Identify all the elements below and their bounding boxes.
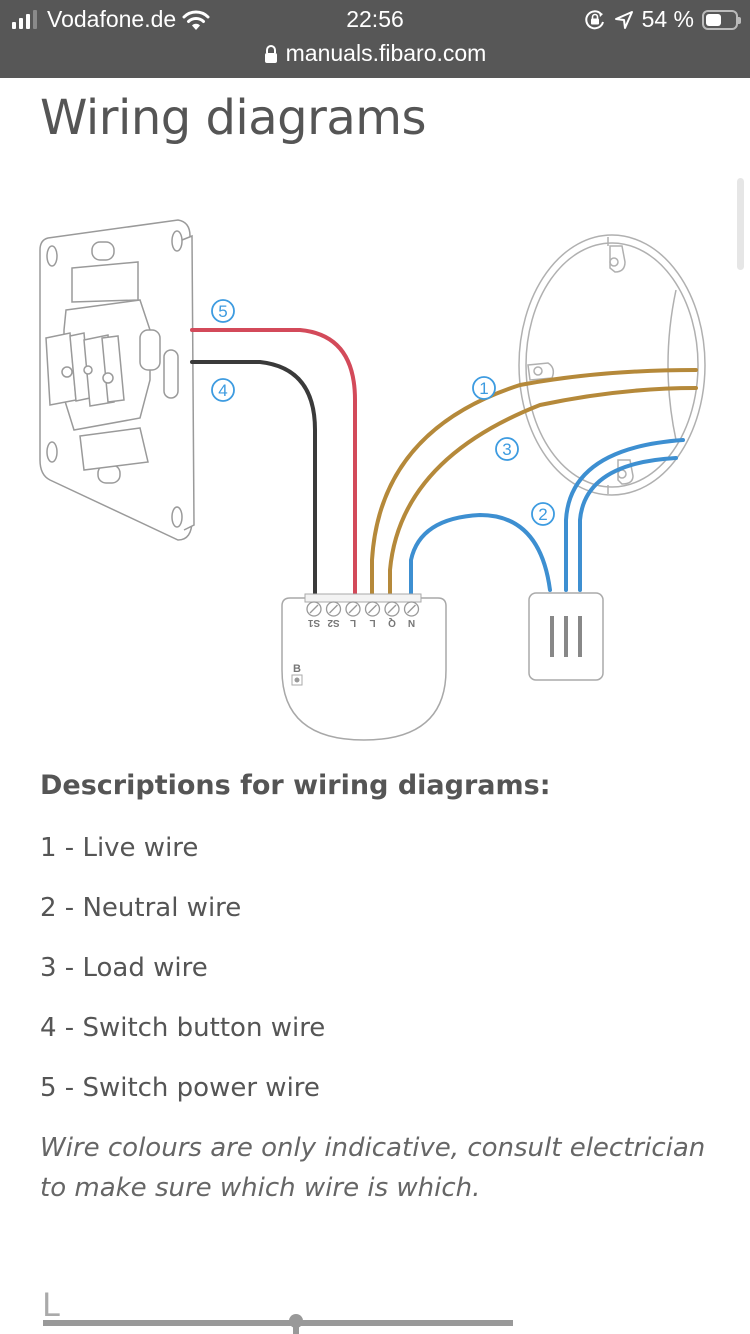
terminal-label: S1 (307, 617, 320, 628)
ceiling-box-illustration (518, 234, 706, 496)
terminal-label: Q (388, 617, 396, 628)
connector-block (528, 592, 604, 681)
clock: 22:56 (346, 6, 404, 32)
battery-percent: 54 % (641, 6, 694, 32)
terminal-label: N (408, 617, 415, 628)
description-item: 5 - Switch power wire (40, 1073, 320, 1103)
wire-colour-note: Wire colours are only indicative, consul… (40, 1133, 706, 1203)
relay-module: S1 S2 L L Q N B (281, 593, 447, 741)
carrier-name: Vodafone.de (47, 6, 177, 32)
callout-3-label: 3 (502, 440, 511, 459)
status-right: 54 % (584, 6, 741, 33)
next-diagram-stem (293, 1320, 299, 1334)
callout-5: 5 (211, 299, 235, 323)
callout-2: 2 (531, 502, 555, 526)
callout-4: 4 (211, 378, 235, 402)
wire-switch-button (190, 360, 317, 600)
wire-load (388, 386, 698, 600)
signal-icon (12, 9, 37, 29)
address-bar[interactable]: manuals.fibaro.com (0, 40, 750, 67)
url-text: manuals.fibaro.com (285, 40, 487, 66)
location-icon (614, 10, 633, 29)
descriptions-list: 1 - Live wire 2 - Neutral wire 3 - Load … (40, 830, 325, 1130)
wire-neutral-ceiling-a (564, 438, 685, 592)
orientation-lock-icon (584, 9, 604, 29)
descriptions-heading: Descriptions for wiring diagrams: (40, 770, 551, 801)
callout-3: 3 (495, 437, 519, 461)
page-title: Wiring diagrams (40, 90, 427, 146)
terminal-label: S2 (327, 617, 340, 628)
next-diagram-live-label: L (42, 1286, 60, 1324)
status-left: Vodafone.de (12, 6, 210, 33)
lock-icon (264, 44, 277, 63)
description-item: 2 - Neutral wire (40, 893, 242, 923)
description-item: 1 - Live wire (40, 833, 199, 863)
terminal-label: L (369, 617, 375, 628)
wiring-diagram: 5 4 1 3 2 S1 S2 L L Q N B (39, 219, 706, 741)
scrollbar[interactable] (737, 178, 744, 270)
callout-5-label: 5 (218, 302, 227, 321)
description-item: 4 - Switch button wire (40, 1013, 326, 1043)
wall-switch-illustration (39, 219, 195, 541)
battery-icon (702, 9, 741, 30)
button-b-label: B (293, 663, 301, 675)
wire-neutral-module (409, 512, 552, 600)
callout-4-label: 4 (218, 381, 227, 400)
wire-neutral-ceiling-b (578, 456, 678, 592)
callout-2-label: 2 (538, 505, 547, 524)
description-item: 3 - Load wire (40, 953, 208, 983)
callout-1-label: 1 (479, 379, 488, 398)
status-bar: Vodafone.de 22:56 54 % (0, 0, 750, 78)
next-diagram-live-line (43, 1320, 513, 1326)
wifi-icon (182, 10, 210, 30)
callouts: 5 4 1 3 2 (211, 299, 555, 526)
terminal-label: L (350, 617, 356, 628)
callout-1: 1 (472, 376, 496, 400)
wire-live (370, 368, 698, 600)
wire-switch-power (190, 328, 357, 600)
